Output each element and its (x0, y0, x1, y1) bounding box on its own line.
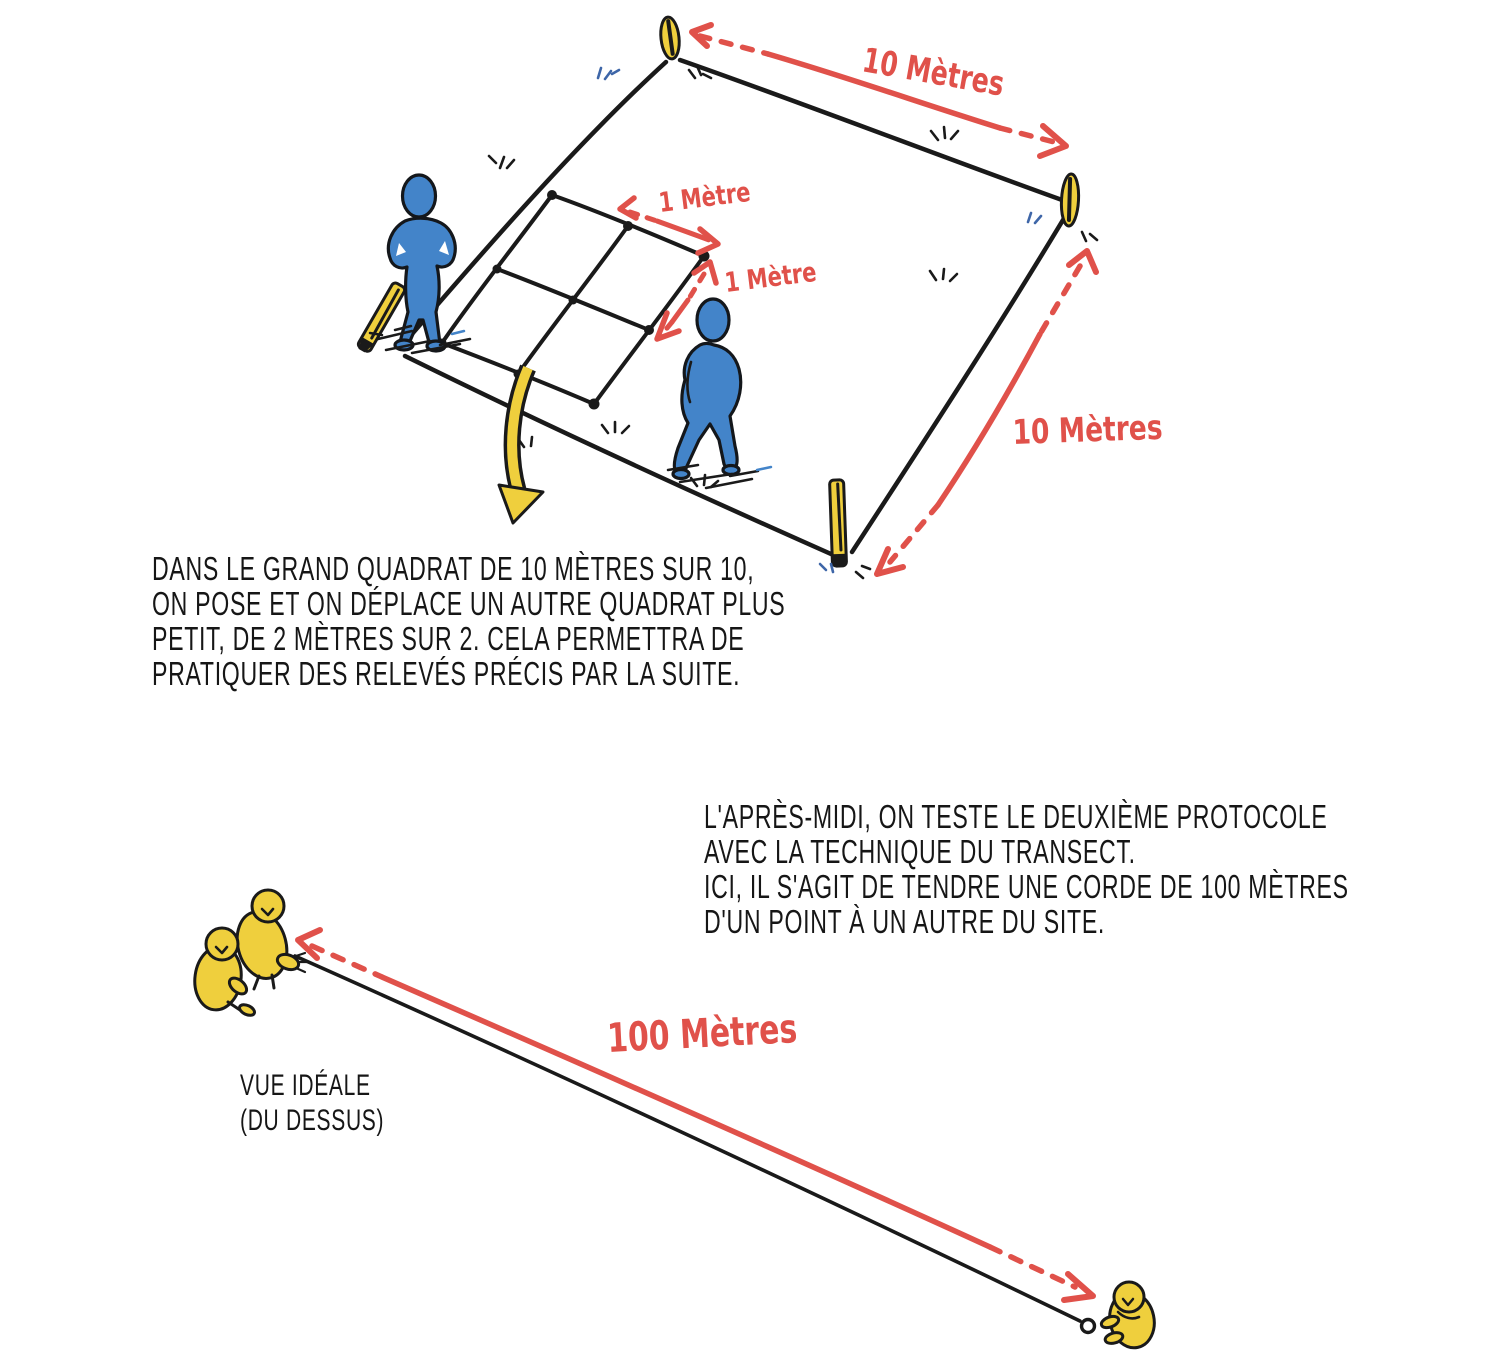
caption-line: (DU DESSUS) (240, 1104, 385, 1137)
label-1m-top: 1 Mètre (657, 177, 752, 219)
standing-person-shadow (368, 324, 472, 355)
paragraph-line: AVEC LA TECHNIQUE DU TRANSECT. (704, 833, 1136, 870)
paragraph-line: L'APRÈS-MIDI, ON TESTE LE DEUXIÈME PROTO… (704, 798, 1328, 835)
grass-tufts (487, 64, 1099, 580)
person-walking (666, 297, 773, 490)
person-top-view-companion (193, 926, 256, 1017)
stake-top-right (1059, 172, 1081, 228)
label-1m-side: 1 Mètre (723, 257, 818, 299)
person-standing (368, 173, 472, 355)
rope-end-loop (1079, 1317, 1097, 1335)
paragraph-line: DANS LE GRAND QUADRAT DE 10 MÈTRES SUR 1… (152, 550, 755, 587)
dimension-arrow-right (874, 248, 1099, 577)
label-right-10m: 10 Mètres (1012, 408, 1163, 453)
stake-top-left (659, 15, 681, 61)
dimension-arrow-100m (295, 927, 1096, 1303)
person-top-view-rope-holder (235, 888, 310, 991)
transect-rope (293, 954, 1082, 1323)
move-quadrat-arrow (497, 364, 545, 525)
label-100m: 100 Mètres (606, 1006, 798, 1062)
dimension-arrow-1m-side (654, 259, 719, 342)
person-top-view-rope-end (1099, 1280, 1156, 1350)
paragraph-transect: L'APRÈS-MIDI, ON TESTE LE DEUXIÈME PROTO… (704, 799, 1349, 939)
paragraph-line: PRATIQUER DES RELEVÉS PRÉCIS PAR LA SUIT… (152, 655, 741, 692)
dimension-arrow-top (689, 22, 1069, 159)
paragraph-line: PETIT, DE 2 MÈTRES SUR 2. CELA PERMETTRA… (152, 620, 745, 657)
caption-ideal-view: VUE IDÉALE (DU DESSUS) (240, 1070, 384, 1140)
stake-bottom (828, 478, 848, 568)
label-top-10m: 10 Mètres (859, 40, 1007, 104)
paragraph-line: D'UN POINT À UN AUTRE DU SITE. (704, 903, 1106, 940)
paragraph-line: ICI, IL S'AGIT DE TENDRE UNE CORDE DE 10… (704, 868, 1349, 905)
caption-line: VUE IDÉALE (240, 1069, 371, 1102)
paragraph-quadrat: DANS LE GRAND QUADRAT DE 10 MÈTRES SUR 1… (152, 551, 785, 691)
dimension-arrow-1m-top (617, 195, 721, 256)
paragraph-line: ON POSE ET ON DÉPLACE UN AUTRE QUADRAT P… (152, 585, 786, 622)
